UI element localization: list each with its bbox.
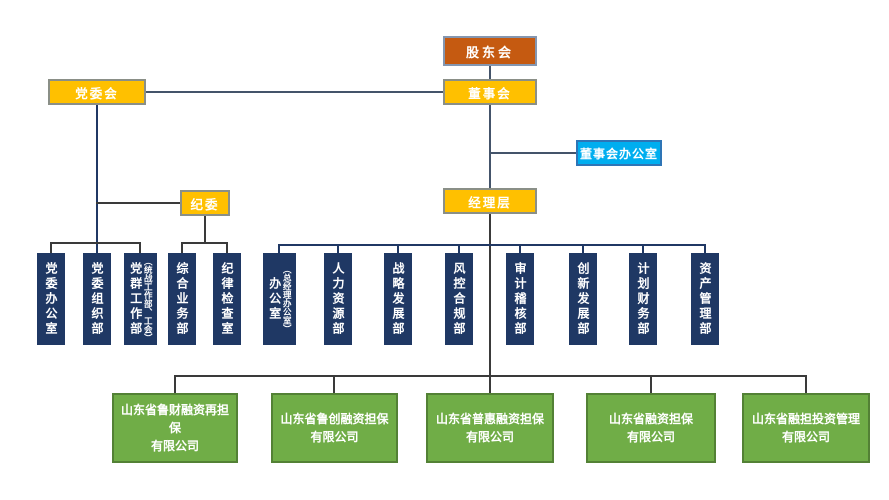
dept-label: 资产管理部 — [698, 261, 712, 337]
dept-comprehensive-business: 综合业务部 — [168, 253, 196, 345]
connector-line — [50, 242, 141, 244]
subsidiary-suffix: 有限公司 — [310, 430, 359, 444]
connector-line — [50, 242, 52, 253]
dept-party-mass-work: （统战工作部、工会） 党群工作部 — [124, 253, 157, 345]
subsidiary-name: 山东省鲁创融资担保 — [280, 412, 389, 426]
node-party-committee: 党委会 — [48, 79, 146, 105]
subsidiary-puhui-guarantee: 山东省普惠融资担保 有限公司 — [426, 393, 554, 463]
node-label: 董事会 — [468, 85, 512, 101]
connector-line — [397, 244, 399, 253]
connector-line — [278, 244, 706, 246]
connector-line — [650, 375, 652, 393]
dept-label: 创新发展部 — [576, 261, 590, 337]
node-label: 经理层 — [468, 194, 512, 210]
connector-line — [333, 375, 335, 393]
subsidiary-name: 山东省鲁财融资再担保 — [120, 403, 229, 435]
subsidiary-name: 山东省普惠融资担保 — [435, 412, 544, 426]
dept-innovation-development: 创新发展部 — [569, 253, 597, 345]
dept-label: 计划财务部 — [636, 261, 650, 337]
dept-asset-management: 资产管理部 — [691, 253, 719, 345]
dept-general-office: （总经理办公室） 办公室 — [263, 253, 296, 345]
subsidiary-suffix: 有限公司 — [626, 430, 675, 444]
connector-line — [174, 375, 176, 393]
dept-party-organization: 党委组织部 — [83, 253, 111, 345]
node-board-office: 董事会办公室 — [576, 140, 662, 166]
connector-line — [805, 375, 807, 393]
subsidiary-luchuang-guarantee: 山东省鲁创融资担保 有限公司 — [271, 393, 398, 463]
dept-label: 审计稽核部 — [513, 261, 527, 337]
connector-line — [278, 244, 280, 253]
dept-party-committee-office: 党委办公室 — [37, 253, 65, 345]
connector-line — [96, 104, 98, 253]
subsidiary-suffix: 有限公司 — [150, 439, 199, 453]
connector-line — [704, 244, 706, 253]
node-discipline-committee: 纪委 — [180, 190, 230, 216]
connector-line — [337, 244, 339, 253]
connector-line — [96, 202, 180, 204]
connector-line — [174, 375, 807, 377]
dept-strategy-development: 战略发展部 — [384, 253, 412, 345]
dept-discipline-inspection: 纪律检查室 — [213, 253, 241, 345]
dept-label: 综合业务部 — [175, 261, 189, 337]
node-label: 董事会办公室 — [579, 146, 658, 161]
subsidiary-suffix: 有限公司 — [781, 430, 830, 444]
node-label: 纪委 — [190, 196, 220, 212]
dept-label: 党群工作部 — [128, 261, 143, 337]
node-shareholders: 股东会 — [443, 36, 537, 66]
node-label: 股东会 — [465, 45, 514, 61]
dept-label: 风控合规部 — [452, 261, 466, 337]
dept-label: 党委办公室 — [44, 261, 58, 337]
subsidiary-rongzi-guarantee: 山东省融资担保 有限公司 — [586, 393, 716, 463]
connector-line — [489, 214, 491, 393]
subsidiary-rongdan-investment: 山东省融担投资管理 有限公司 — [742, 393, 870, 463]
dept-planning-finance: 计划财务部 — [629, 253, 657, 345]
dept-sublabel: （总经理办公室） — [281, 265, 292, 333]
dept-audit: 审计稽核部 — [506, 253, 534, 345]
connector-line — [181, 242, 228, 244]
dept-risk-compliance: 风控合规部 — [445, 253, 473, 345]
subsidiary-name: 山东省融担投资管理 — [751, 412, 860, 426]
connector-line — [582, 244, 584, 253]
dept-label: 人力资源部 — [331, 261, 345, 337]
dept-label: 党委组织部 — [90, 261, 104, 337]
connector-line — [489, 105, 491, 188]
connector-line — [139, 242, 141, 253]
connector-line — [146, 91, 443, 93]
node-board: 董事会 — [443, 79, 537, 105]
connector-line — [458, 244, 460, 253]
connector-line — [204, 216, 206, 242]
connector-line — [226, 242, 228, 253]
node-label: 党委会 — [75, 85, 119, 101]
subsidiary-lucai-re-guarantee: 山东省鲁财融资再担保 有限公司 — [112, 393, 238, 463]
dept-human-resources: 人力资源部 — [324, 253, 352, 345]
dept-label: 战略发展部 — [391, 261, 405, 337]
connector-line — [642, 244, 644, 253]
dept-label: 办公室 — [267, 276, 282, 322]
connector-line — [489, 152, 576, 154]
connector-line — [489, 66, 491, 79]
connector-line — [519, 244, 521, 253]
subsidiary-suffix: 有限公司 — [465, 430, 514, 444]
dept-sublabel: （统战工作部、工会） — [142, 256, 153, 342]
node-management: 经理层 — [443, 188, 537, 214]
connector-line — [181, 242, 183, 253]
subsidiary-name: 山东省融资担保 — [608, 412, 693, 426]
dept-label: 纪律检查室 — [220, 261, 234, 337]
